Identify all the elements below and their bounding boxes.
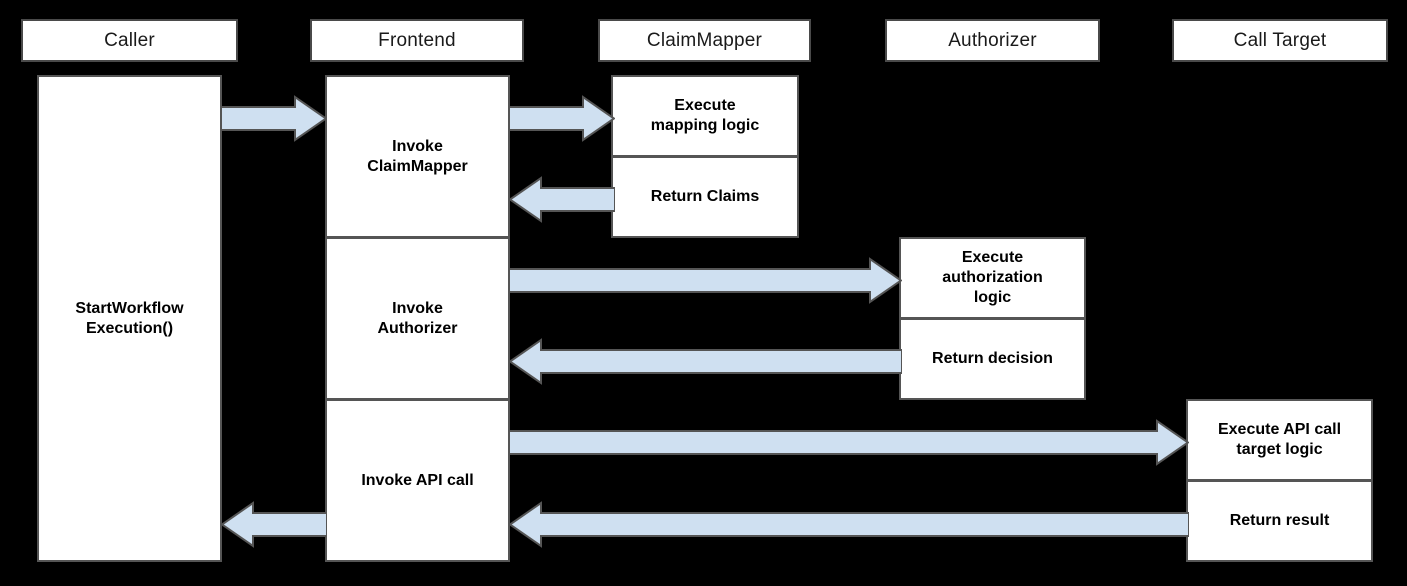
message-arrow-frontend-to-caller	[221, 501, 327, 548]
activation-calltarget-1: Execute API call target logic	[1186, 399, 1373, 481]
activation-calltarget-2: Return result	[1186, 480, 1373, 562]
message-arrow-frontend-to-calltarget	[509, 419, 1189, 466]
activation-frontend-3-label: Invoke API call	[361, 471, 474, 489]
message-arrow-caller-to-frontend	[221, 95, 327, 142]
message-arrow-calltarget-to-frontend	[509, 501, 1189, 548]
activation-frontend-3: Invoke API call	[325, 399, 510, 562]
activation-authorizer-1-label: Execute authorization logic	[942, 249, 1043, 306]
activation-claimmapper-1-label: Execute mapping logic	[650, 97, 760, 134]
activation-authorizer-1: Execute authorization logic	[899, 237, 1086, 319]
activation-frontend-2: Invoke Authorizer	[325, 237, 510, 400]
lifeline-header-calltarget-label: Call Target	[1233, 29, 1327, 51]
activation-calltarget-1-label: Execute API call target logic	[1217, 421, 1342, 458]
activation-claimmapper-1: Execute mapping logic	[611, 75, 799, 157]
activation-claimmapper-2-label: Return Claims	[650, 188, 760, 205]
lifeline-header-caller: Caller	[21, 19, 238, 62]
activation-authorizer-2-label: Return decision	[932, 350, 1053, 367]
message-arrow-claimmapper-to-frontend	[509, 176, 615, 223]
lifeline-header-claimmapper: ClaimMapper	[598, 19, 811, 62]
activation-claimmapper-2: Return Claims	[611, 156, 799, 238]
activation-caller-main: StartWorkflow Execution()	[37, 75, 222, 562]
activation-frontend-1-label: Invoke ClaimMapper	[367, 137, 468, 175]
lifeline-header-claimmapper-label: ClaimMapper	[646, 29, 763, 51]
activation-frontend-2-label: Invoke Authorizer	[377, 299, 458, 337]
activation-authorizer-2: Return decision	[899, 318, 1086, 400]
message-arrow-authorizer-to-frontend	[509, 338, 902, 385]
message-arrow-frontend-to-claimmapper	[509, 95, 615, 142]
activation-caller-main-label: StartWorkflow Execution()	[75, 299, 184, 337]
lifeline-header-authorizer-label: Authorizer	[948, 29, 1037, 51]
message-arrow-frontend-to-authorizer	[509, 257, 902, 304]
activation-frontend-1: Invoke ClaimMapper	[325, 75, 510, 238]
lifeline-header-frontend-label: Frontend	[378, 29, 456, 51]
lifeline-header-frontend: Frontend	[310, 19, 524, 62]
activation-calltarget-2-label: Return result	[1229, 512, 1330, 529]
lifeline-header-authorizer: Authorizer	[885, 19, 1100, 62]
lifeline-header-calltarget: Call Target	[1172, 19, 1388, 62]
lifeline-header-caller-label: Caller	[104, 29, 155, 51]
